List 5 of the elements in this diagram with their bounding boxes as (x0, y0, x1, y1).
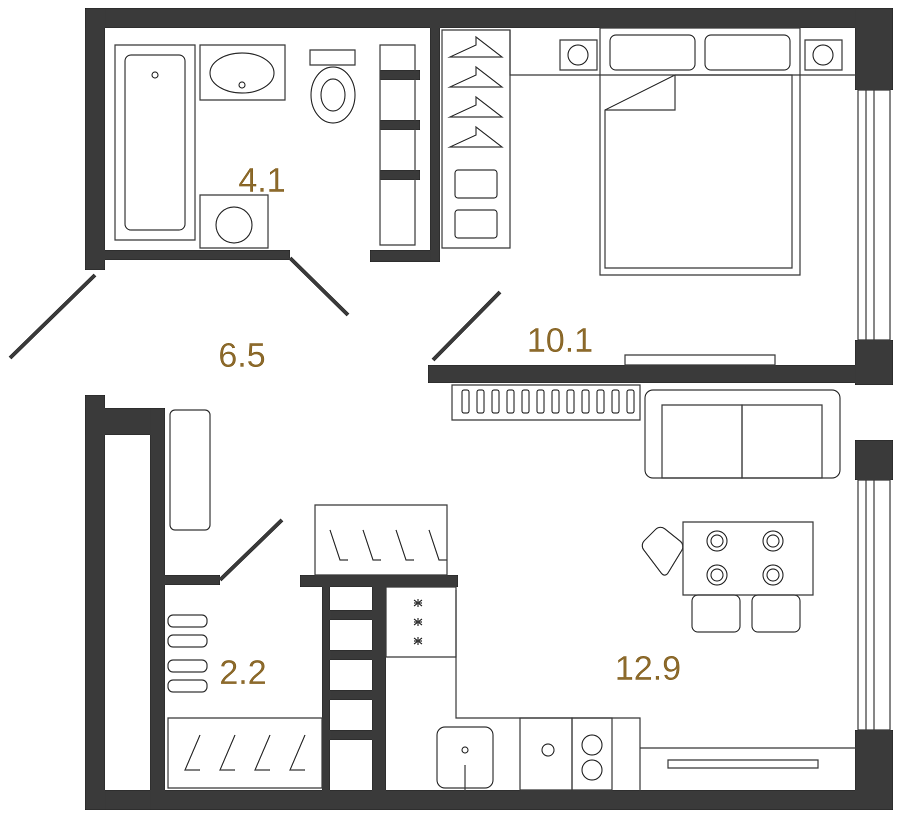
area-label: 10.1 (530, 328, 592, 352)
area-label: 4.1 (239, 168, 284, 192)
area-label: 6.5 (220, 342, 264, 368)
area-label: 2.2 (221, 660, 265, 684)
area-label: 12.9 (618, 656, 680, 680)
